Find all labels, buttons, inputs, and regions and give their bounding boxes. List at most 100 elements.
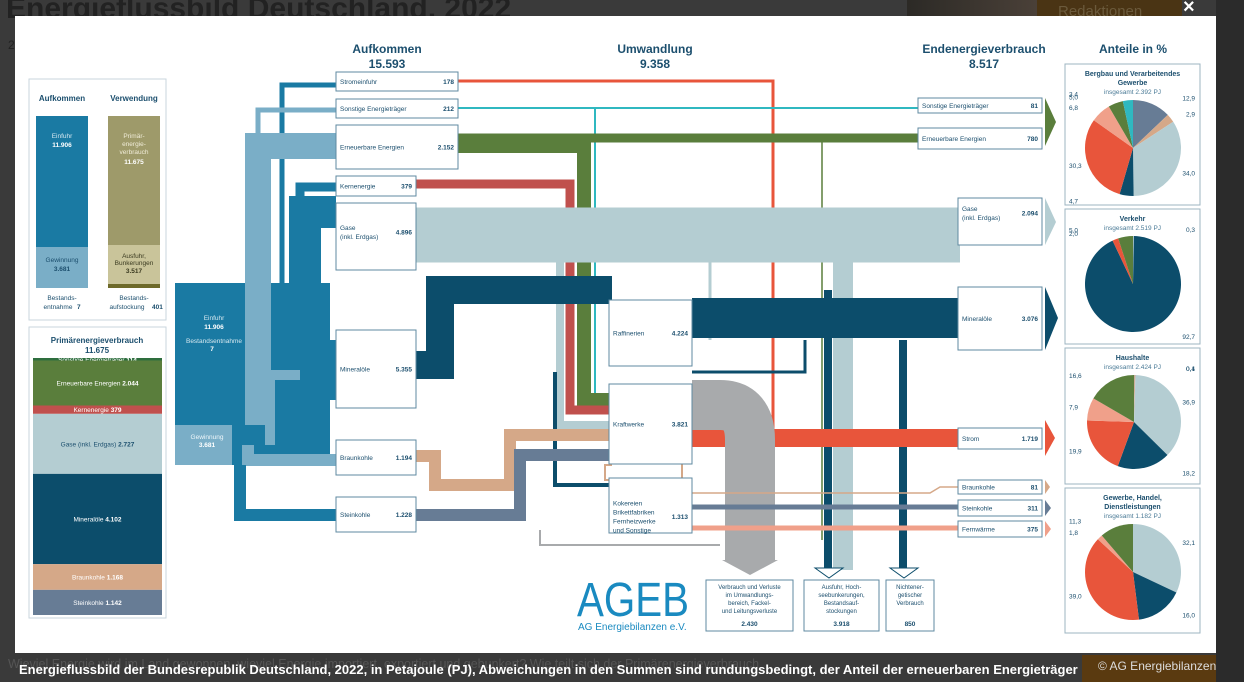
losses-arrowhead [722, 560, 778, 575]
pie-slice-label: 6,8 [1069, 105, 1078, 112]
source-gewinnung-value: 3.681 [199, 442, 216, 449]
flow-import-strom [279, 82, 336, 300]
logo-subtitle: AG Energiebilanzen e.V. [578, 622, 687, 633]
aufkommen-node [335, 98, 459, 119]
endenergie-node-label: Sonstige Energieträger [922, 103, 989, 110]
outflow-box-label: Nichtener- [896, 585, 924, 591]
summary-col1-title: Aufkommen [39, 94, 85, 103]
header-anteile-label: Anteile in % [1099, 42, 1167, 56]
aufkommen-node [335, 439, 417, 476]
arrow-strom [1045, 420, 1055, 456]
endenergie-node-label: Fernwärme [962, 527, 995, 534]
source-bestand-value: 7 [210, 346, 214, 353]
umwandlung-node-value: 3.821 [672, 422, 689, 429]
pie-slice-label: 0,1 [1186, 366, 1195, 373]
pie-slice-label: 92,7 [1182, 334, 1195, 341]
pie-slice-label: 16,6 [1069, 373, 1082, 380]
header-aufkommen-value: 15.593 [369, 57, 406, 71]
pie-slice [1133, 236, 1134, 284]
pie-slice-label: 4,7 [1069, 199, 1078, 206]
endenergie-node-value: 81 [1031, 103, 1039, 110]
aufkommen-node [335, 496, 417, 533]
pie-slice-label: 2,0 [1069, 231, 1078, 238]
outflow-box-label: Verbrauch und Verluste [718, 585, 781, 591]
pie-title: Verkehr [1120, 216, 1146, 223]
arrow-gas [1045, 198, 1056, 245]
pie-slice [1085, 120, 1133, 195]
outflow-box-label: und Leitungsverluste [722, 609, 778, 615]
endenergie-node-label: Strom [962, 436, 979, 443]
primary-energy-box: Primärenergieverbrauch 11.675 Sonstige E… [28, 326, 167, 619]
pie-slice-label: 0,4 [1186, 366, 1195, 373]
primaer-label-1: Primär- [123, 133, 144, 140]
endenergie-node-value: 3.076 [1022, 316, 1039, 323]
arrow-steinkohle [1045, 500, 1051, 516]
endenergie-node [957, 520, 1043, 538]
umwandlung-node-label: Kraftwerke [613, 422, 644, 429]
outflow-box-value: 850 [905, 621, 916, 628]
flows [175, 79, 960, 575]
gewinnung-label: Gewinnung [46, 257, 79, 264]
pie-slice [1133, 100, 1168, 148]
pie-slice [1085, 539, 1140, 620]
endenergie-node-value: 1.719 [1022, 436, 1039, 443]
pie-total: insgesamt 1.182 PJ [1104, 513, 1161, 520]
aufkommen-node-label: Erneuerbare Energien [340, 145, 404, 152]
aufkommen-node-value: 379 [401, 184, 412, 191]
endenergie-node [957, 197, 1043, 246]
logo-text: AGEB [577, 574, 689, 627]
primary-segment-label: Mineralöle 4.102 [73, 517, 121, 524]
bar-einfuhr [36, 116, 88, 247]
close-icon[interactable]: × [1183, 0, 1195, 18]
ausfuhr-value: 3.517 [126, 268, 143, 275]
umwandlung-node [608, 299, 693, 367]
arrow-export [813, 567, 845, 579]
ausfuhr-label-1: Ausfuhr, [122, 253, 146, 260]
source-labels: Einfuhr 11.906 Bestandsentnahme 7 Gewinn… [186, 315, 242, 449]
primary-box-title: Primärenergieverbrauch [51, 336, 144, 345]
primary-segment-label: Erneuerbare Energien 2.044 [56, 381, 138, 388]
endenergie-node [917, 127, 1043, 150]
pie-slice [1108, 101, 1133, 148]
umwandlung-node-label: und Sonstige [613, 528, 651, 535]
outflow-box-value: 3.918 [833, 621, 850, 628]
endenergie-node-label: Gase [962, 206, 978, 213]
endenergie-node [957, 427, 1043, 450]
bar-gewinnung [36, 247, 88, 288]
flow-steinkohle [416, 449, 612, 521]
umwandlung-node [608, 477, 693, 534]
outflow-box [803, 579, 880, 632]
bestand-aufstockung-label-2: aufstockung [109, 304, 144, 311]
pie-slice [1087, 420, 1134, 467]
aufkommen-node-value: 2.152 [438, 145, 455, 152]
primaer-label-3: verbrauch [120, 149, 149, 156]
aufkommen-node [335, 202, 417, 271]
flow-steinkohle-in [234, 465, 336, 521]
pie-slice [1122, 100, 1133, 148]
pie-slice [1097, 535, 1133, 572]
primary-segment [33, 589, 162, 615]
bestand-aufstockung-label-1: Bestands- [119, 295, 148, 302]
pie-slice [1112, 238, 1133, 284]
pie-slice [1133, 524, 1182, 593]
background-text: Wieviel Energie wird im Land gewonnen, w… [8, 657, 760, 671]
flow-gas-in [289, 196, 336, 300]
outflow-box [885, 579, 935, 632]
header-umwandlung-value: 9.358 [640, 57, 670, 71]
pie-title: Gewerbe [1118, 80, 1148, 87]
aufkommen-node-label: Stromeinfuhr [340, 79, 378, 86]
primary-segment [33, 360, 162, 406]
umwandlung-node-value: 4.224 [672, 331, 689, 338]
pie-slice [1134, 375, 1136, 422]
pie-slice-label: 32,1 [1182, 540, 1195, 547]
summary-box: Aufkommen Verwendung Einfuhr 11.906 Gewi… [28, 78, 167, 321]
flow-braunkohle [416, 429, 612, 491]
header-aufkommen-label: Aufkommen [352, 42, 421, 56]
pie-slice-label: 2,9 [1186, 112, 1195, 119]
flow-kokerei-loss [539, 530, 720, 546]
outflow-box-label: bereich, Fackel- [728, 601, 771, 607]
pie-slice [1134, 375, 1181, 456]
endenergie-node-label: Erneuerbare Energien [922, 136, 986, 143]
gewinnung-value: 3.681 [54, 266, 71, 273]
